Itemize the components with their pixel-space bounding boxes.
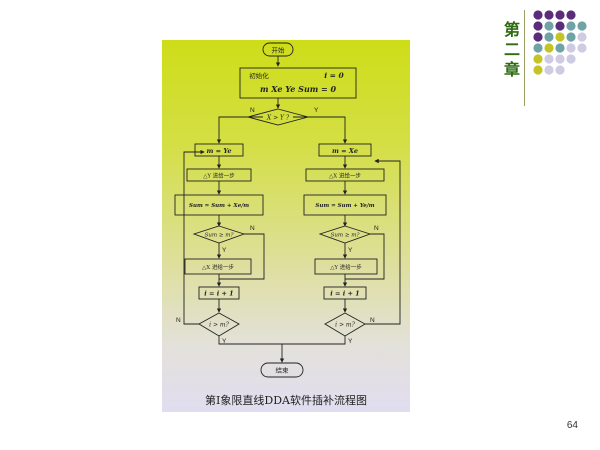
page-number: 64 — [566, 420, 578, 431]
right-sum-box — [303, 194, 387, 216]
decorative-dot — [533, 10, 543, 20]
right-assign-box — [318, 143, 372, 157]
decorative-dot — [566, 54, 576, 64]
decorative-dot — [577, 43, 587, 53]
decorative-dot — [533, 32, 543, 42]
chapter-label: 第 二 章 — [501, 20, 523, 80]
end-terminal — [260, 362, 304, 378]
left-assign-box — [194, 143, 244, 157]
branch-label: N — [374, 225, 379, 232]
flowchart-figure: 开始 初始化 i = 0 m Xe Ye Sum = 0 X > Y ? m =… — [162, 40, 410, 412]
left-inc-box — [198, 286, 240, 300]
branch-label: Y — [348, 338, 353, 345]
decorative-dot — [577, 32, 587, 42]
decorative-dot — [555, 32, 565, 42]
decorative-dot — [533, 43, 543, 53]
init-box — [239, 67, 357, 99]
decorative-dot — [544, 43, 554, 53]
decorative-dot — [544, 54, 554, 64]
decorative-dot — [533, 54, 543, 64]
chapter-char: 第 — [503, 20, 520, 39]
decorative-dot — [566, 32, 576, 42]
decorative-dot — [533, 21, 543, 31]
branch-label: N — [250, 107, 255, 114]
start-terminal — [262, 42, 294, 57]
right-cmp-diamond — [318, 225, 372, 244]
left-step-y-label: △Y 进给一步 — [203, 172, 235, 180]
decorative-dot — [555, 21, 565, 31]
left-check-diamond — [198, 312, 240, 337]
left-step-y-box — [186, 168, 252, 182]
figure-caption: 第Ⅰ象限直线DDA软件插补流程图 — [205, 394, 367, 407]
branch-label: Y — [348, 247, 353, 254]
right-step-y-box — [314, 258, 378, 275]
decorative-dot — [555, 54, 565, 64]
left-step-x-label: △X 进给一步 — [202, 263, 234, 271]
decision-main — [246, 108, 310, 126]
decorative-dot — [544, 65, 554, 75]
end-label: 结束 — [276, 366, 290, 375]
decorative-dot — [555, 43, 565, 53]
branch-label: N — [250, 225, 255, 232]
decorative-dot — [555, 10, 565, 20]
decision-main-label: X > Y ? — [266, 115, 290, 122]
init-label: 初始化 — [249, 71, 269, 80]
decorative-dot — [566, 43, 576, 53]
right-step-x-box — [305, 168, 385, 182]
branch-label: Y — [222, 338, 227, 345]
left-cmp-diamond — [192, 225, 246, 244]
decorative-dot — [544, 32, 554, 42]
decorative-dot — [566, 10, 576, 20]
decorative-dot — [566, 21, 576, 31]
right-check-label: i > m? — [335, 322, 355, 329]
start-label: 开始 — [272, 46, 286, 55]
chapter-char: 章 — [503, 60, 520, 79]
left-check-label: i > m? — [209, 322, 229, 329]
branch-label: Y — [314, 107, 319, 114]
decorative-dot — [544, 21, 554, 31]
branch-label: N — [176, 317, 181, 324]
decorative-dot — [577, 21, 587, 31]
decorative-dot — [544, 10, 554, 20]
left-inc-label: i = i + 1 — [204, 290, 233, 298]
left-sum-box — [174, 194, 264, 216]
right-check-diamond — [324, 312, 366, 337]
right-assign-label: m = Xe — [332, 147, 358, 155]
flowchart: 开始 初始化 i = 0 m Xe Ye Sum = 0 X > Y ? m =… — [174, 42, 401, 378]
left-assign-label: m = Ye — [206, 147, 231, 155]
left-cmp-label: Sum ≥ m? — [205, 233, 234, 239]
right-inc-box — [323, 286, 367, 300]
right-cmp-label: Sum ≥ m? — [331, 233, 360, 239]
divider-line — [524, 10, 525, 106]
branch-label: N — [370, 317, 375, 324]
decorative-dot — [533, 65, 543, 75]
right-step-y-label: △Y 进给一步 — [330, 263, 362, 271]
init-vars-label: m Xe Ye Sum = 0 — [260, 84, 337, 94]
branch-label: Y — [222, 247, 227, 254]
right-step-x-label: △X 进给一步 — [329, 172, 361, 180]
decorative-dot — [555, 65, 565, 75]
right-inc-label: i = i + 1 — [330, 290, 359, 298]
init-i-label: i = 0 — [324, 71, 344, 80]
left-step-x-box — [184, 258, 252, 275]
right-sum-label: Sum = Sum + Ye/m — [315, 203, 374, 209]
chapter-char: 二 — [503, 40, 520, 59]
left-sum-label: Sum = Sum + Xe/m — [189, 203, 249, 209]
